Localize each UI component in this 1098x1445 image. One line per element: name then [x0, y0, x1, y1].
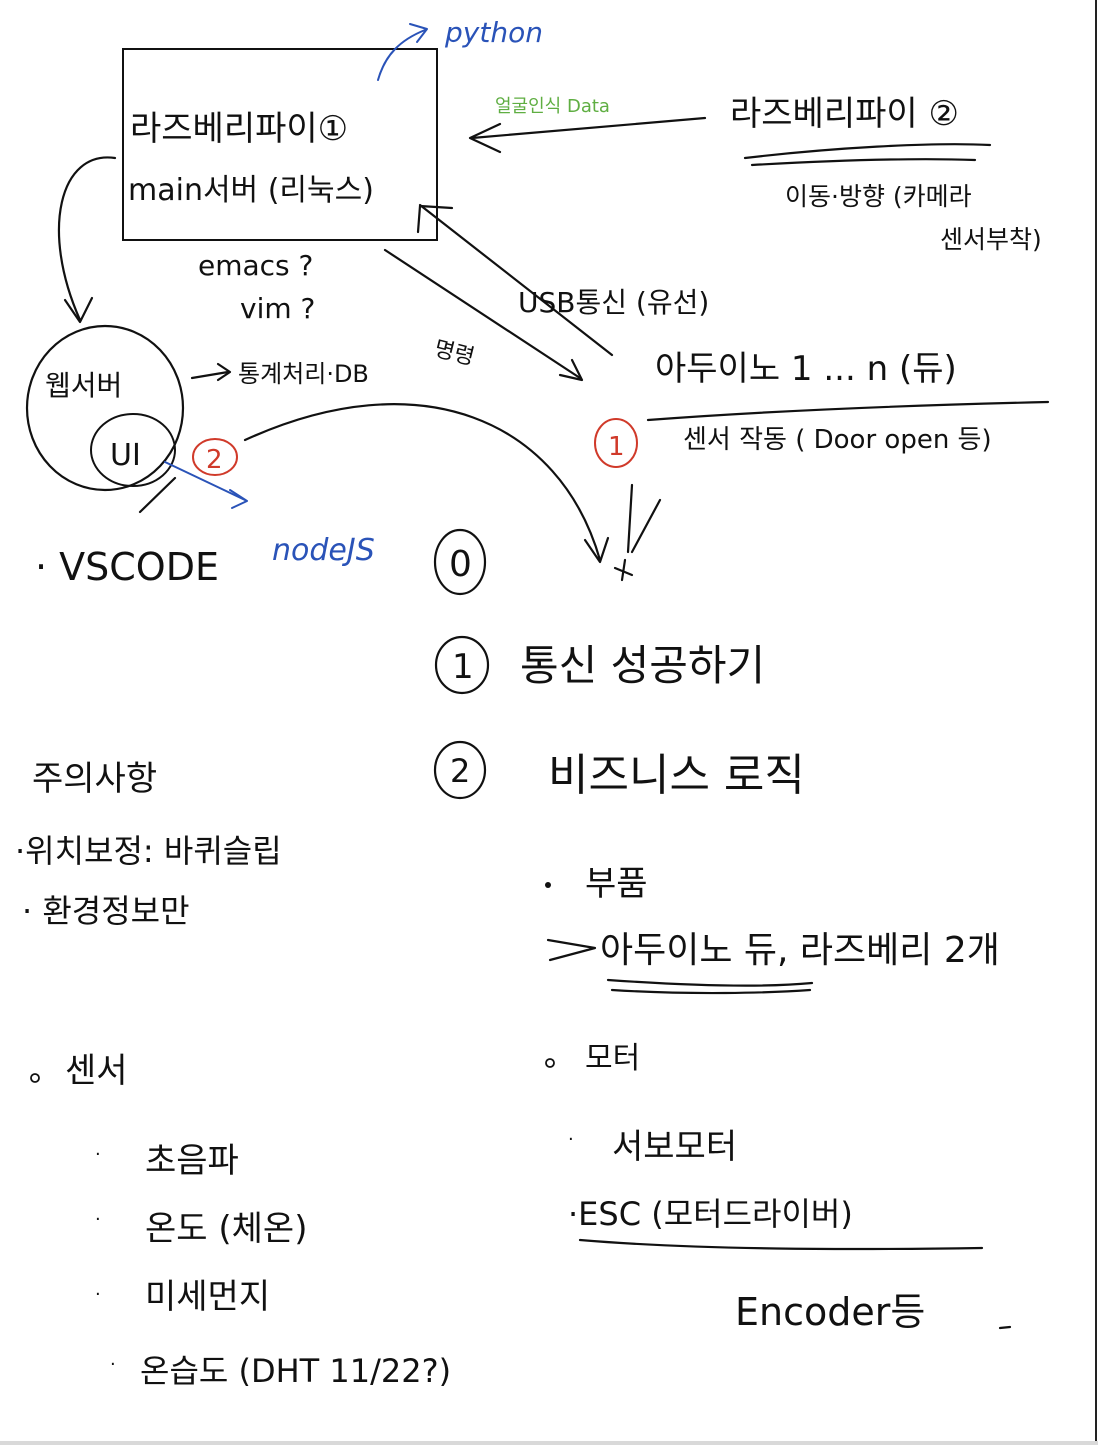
arduino-down-line-2 — [630, 498, 662, 554]
stats-arrow — [190, 370, 230, 380]
step-0-num: 0 — [449, 544, 472, 585]
python-arrow — [377, 29, 426, 81]
page-right-edge — [1095, 0, 1097, 1445]
rpi2-underline-2 — [750, 158, 977, 167]
sensor-item-2: 온도 (체온) — [145, 1209, 307, 1249]
stats-db-label: 통계처리·DB — [238, 360, 369, 388]
step-1-text: 통신 성공하기 — [520, 641, 765, 690]
sensor-item-4: 온습도 (DHT 11/22?) — [140, 1352, 451, 1390]
arduino-title: 아두이노 1 ... n (듀) — [655, 349, 957, 389]
python-arrow-head — [409, 23, 428, 43]
cautions-title: 주의사항 — [32, 759, 157, 799]
web-server-circle — [25, 324, 185, 492]
arduino-note: 센서 작동 ( Door open 등) — [683, 425, 992, 455]
red-marker-1-circle — [594, 418, 638, 468]
parts-title: 부품 — [585, 864, 648, 904]
motor-item-1: 서보모터 — [612, 1127, 737, 1167]
motors-title: 모터 — [585, 1041, 640, 1076]
motor-item-2: ·ESC (모터드라이버) — [568, 1195, 853, 1233]
vscode-label: · VSCODE — [35, 545, 219, 589]
face-data-label: 얼굴인식 Data — [495, 96, 610, 117]
arduino-down-line-1 — [626, 483, 634, 554]
editor-question-emacs: emacs ? — [198, 249, 313, 282]
caution-item-1: ·위치보정: 바퀴슬립 — [15, 832, 282, 870]
command-arrow-head — [558, 358, 584, 382]
rpi2-note-line2: 센서부착) — [940, 225, 1042, 254]
face-data-arrow-head — [468, 122, 502, 154]
motor-bullet-1: · — [568, 1129, 574, 1150]
step-2-text: 비즈니스 로직 — [548, 750, 805, 801]
parts-arrow — [546, 938, 597, 962]
ui-inner-circle — [90, 413, 176, 487]
red-marker-1: 1 — [608, 432, 625, 462]
usb-arrow — [418, 203, 614, 357]
sensor-item-3: 미세먼지 — [145, 1277, 270, 1317]
rpi2-note-line1: 이동·방향 (카메라 — [785, 182, 972, 211]
step-1-circle — [434, 635, 490, 695]
web-to-arduino-curve-head — [583, 536, 610, 564]
main-to-web-arrow — [57, 156, 117, 322]
rpi2-underline-1 — [743, 143, 992, 160]
face-data-arrow — [470, 116, 707, 140]
page-bottom-edge — [0, 1441, 1098, 1445]
sensor-bullet-1: · — [95, 1144, 101, 1165]
sensor-item-1: 초음파 — [145, 1141, 239, 1181]
motors-underline — [578, 1238, 984, 1251]
sensors-title: 센서 — [65, 1051, 128, 1091]
sensor-bullet-3: · — [95, 1284, 101, 1305]
red-marker-2: 2 — [206, 445, 223, 475]
parts-line: 아두이노 듀, 라즈베리 2개 — [600, 930, 1000, 971]
main-box-line1: 라즈베리파이① — [130, 109, 348, 149]
stats-arrow-head — [216, 362, 232, 382]
sensors-bullet — [30, 1073, 40, 1083]
nodejs-arrow-head — [229, 489, 248, 509]
command-arrow — [383, 248, 582, 380]
parts-underline-1 — [606, 978, 814, 987]
motors-footer-dash — [998, 1325, 1012, 1330]
step-2-num: 2 — [450, 752, 470, 790]
main-server-box — [122, 48, 438, 241]
usb-label: USB통신 (유선) — [518, 286, 709, 319]
usb-arrow-head — [416, 204, 454, 234]
web-server-label: 웹서버 — [45, 369, 122, 402]
step-2-circle — [433, 740, 487, 800]
step-1-num: 1 — [452, 647, 474, 687]
rpi2-title: 라즈베리파이 ② — [730, 94, 959, 134]
editor-question-vim: vim ? — [240, 292, 315, 325]
python-label: python — [444, 16, 543, 49]
ui-tail-line — [138, 476, 177, 514]
motors-footer: Encoder등 — [735, 1290, 925, 1334]
web-to-arduino-curve — [243, 403, 602, 562]
nodejs-label: nodeJS — [272, 533, 375, 568]
red-marker-2-circle — [192, 438, 238, 476]
command-label: 명령 — [432, 337, 477, 371]
ui-label: UI — [110, 438, 141, 473]
parts-bullet — [545, 882, 551, 888]
motors-bullet — [545, 1058, 555, 1068]
arduino-underline — [646, 400, 1050, 422]
sensor-bullet-4: · — [110, 1354, 116, 1375]
step-0-circle — [433, 528, 487, 596]
nodejs-arrow — [164, 461, 246, 501]
arduino-cross-2 — [620, 558, 627, 582]
caution-item-2: · 환경정보만 — [22, 892, 190, 930]
parts-underline-2 — [610, 988, 812, 995]
main-box-line2: main서버 (리눅스) — [128, 173, 374, 208]
sensor-bullet-2: · — [95, 1209, 101, 1230]
main-to-web-arrow-head — [63, 296, 94, 324]
